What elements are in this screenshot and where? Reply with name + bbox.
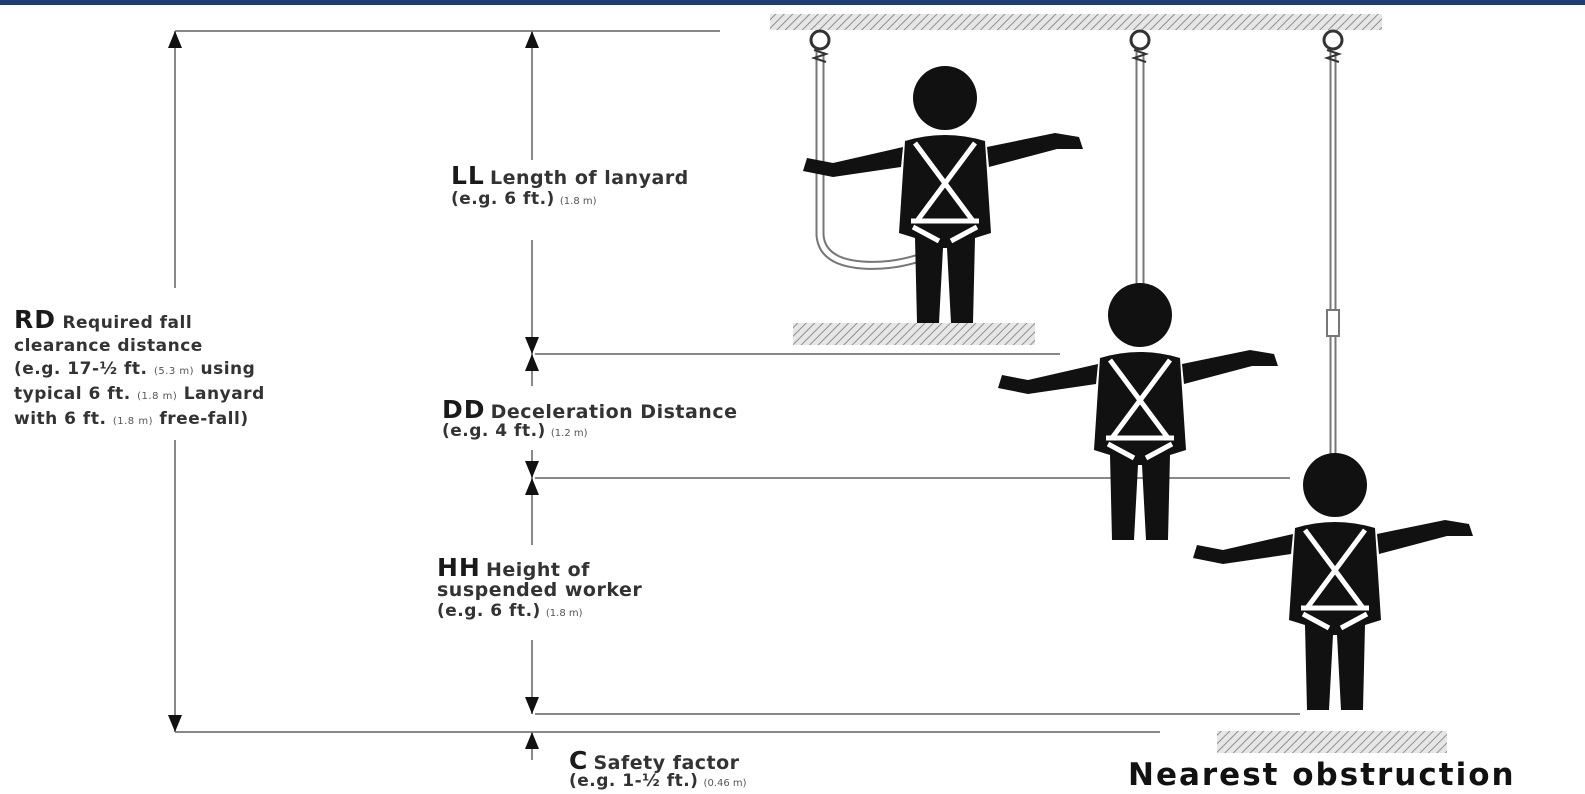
ll-text: Length of lanyard [489,167,689,189]
hh-example-text: (e.g. 6 ft.) [437,601,541,621]
rd-line3-metric: (5.3 m) [153,366,195,377]
hh-metric: (1.8 m) [545,608,583,619]
dd-metric: (1.2 m) [550,428,588,439]
dd-example: (e.g. 4 ft.) (1.2 m) [442,423,588,440]
c-metric: (0.46 m) [703,778,747,789]
obstruction-block [1217,731,1447,753]
ll-example: (e.g. 6 ft.) (1.8 m) [451,191,597,208]
hh-text2: suspended worker [437,579,643,601]
worker-falling-icon [998,283,1278,540]
c-code: C [569,746,589,775]
rd-line5-metric: (1.8 m) [112,416,153,427]
c-example-text: (e.g. 1-½ ft.) [569,771,699,791]
rd-label: RD Required fall clearance distance (e.g… [14,305,265,433]
c-text: Safety factor [593,752,740,774]
rd-line4a: typical 6 ft. [14,384,131,404]
worker-standing-icon [803,66,1083,323]
rd-text: Required fall [62,313,193,333]
ll-example-text: (e.g. 6 ft.) [451,189,555,209]
worker-suspended-icon [1193,453,1473,710]
hh-code: HH [437,553,481,582]
dd-text: Deceleration Distance [490,401,738,423]
hh-text-line2: suspended worker [437,581,642,600]
rd-line3a: (e.g. 17-½ ft. [14,359,148,379]
dd-code: DD [442,395,486,424]
rd-line5a: with 6 ft. [14,409,107,429]
dd-label: DD Deceleration Distance [442,397,737,422]
rd-line4b: Lanyard [183,384,265,404]
ll-metric: (1.8 m) [559,196,597,207]
rd-code: RD [14,305,57,334]
platform [793,323,1035,345]
nearest-obstruction-label: Nearest obstruction [1128,757,1516,793]
dimension-arrows [168,31,539,749]
ceiling [770,14,1382,30]
rd-line3b: using [200,359,256,379]
rd-line4-metric: (1.8 m) [137,391,178,402]
reference-lines [174,30,1300,760]
hh-text: Height of [485,559,590,581]
ll-code: LL [451,161,485,190]
ll-label: LL Length of lanyard [451,163,689,188]
top-band [0,0,1585,5]
rd-line5b: free-fall) [159,409,249,429]
c-label: C Safety factor [569,748,740,773]
hh-label: HH Height of [437,555,590,580]
c-example: (e.g. 1-½ ft.) (0.46 m) [569,773,747,790]
dd-example-text: (e.g. 4 ft.) [442,421,546,441]
hh-example: (e.g. 6 ft.) (1.8 m) [437,603,583,620]
lanyards [815,52,1340,480]
rd-line2: clearance distance [14,336,203,356]
